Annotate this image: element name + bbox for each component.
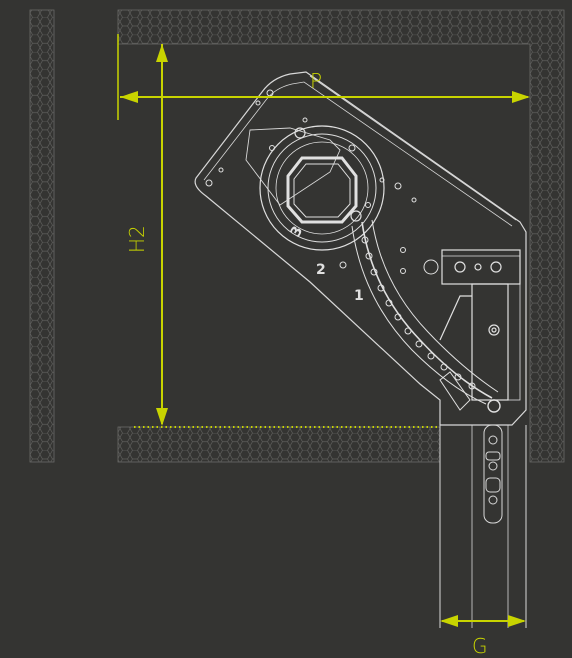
- label-h2: H2: [125, 225, 149, 253]
- label-g: G: [472, 634, 488, 658]
- marker-3: 3: [288, 224, 307, 240]
- guide-rail: [439, 424, 527, 628]
- drum: [259, 125, 385, 251]
- dimension-lines: [117, 34, 530, 627]
- label-p: P: [310, 69, 322, 93]
- wall-left: [29, 9, 55, 463]
- marker-1: 1: [354, 288, 364, 304]
- shutter-box: [194, 71, 527, 426]
- mounting-bracket: [439, 249, 521, 401]
- housing-holes: [205, 89, 439, 275]
- wall-top: [117, 9, 565, 463]
- wall-lintel: [117, 426, 441, 463]
- marker-2: 2: [316, 262, 326, 278]
- slat-curtain: [351, 219, 501, 413]
